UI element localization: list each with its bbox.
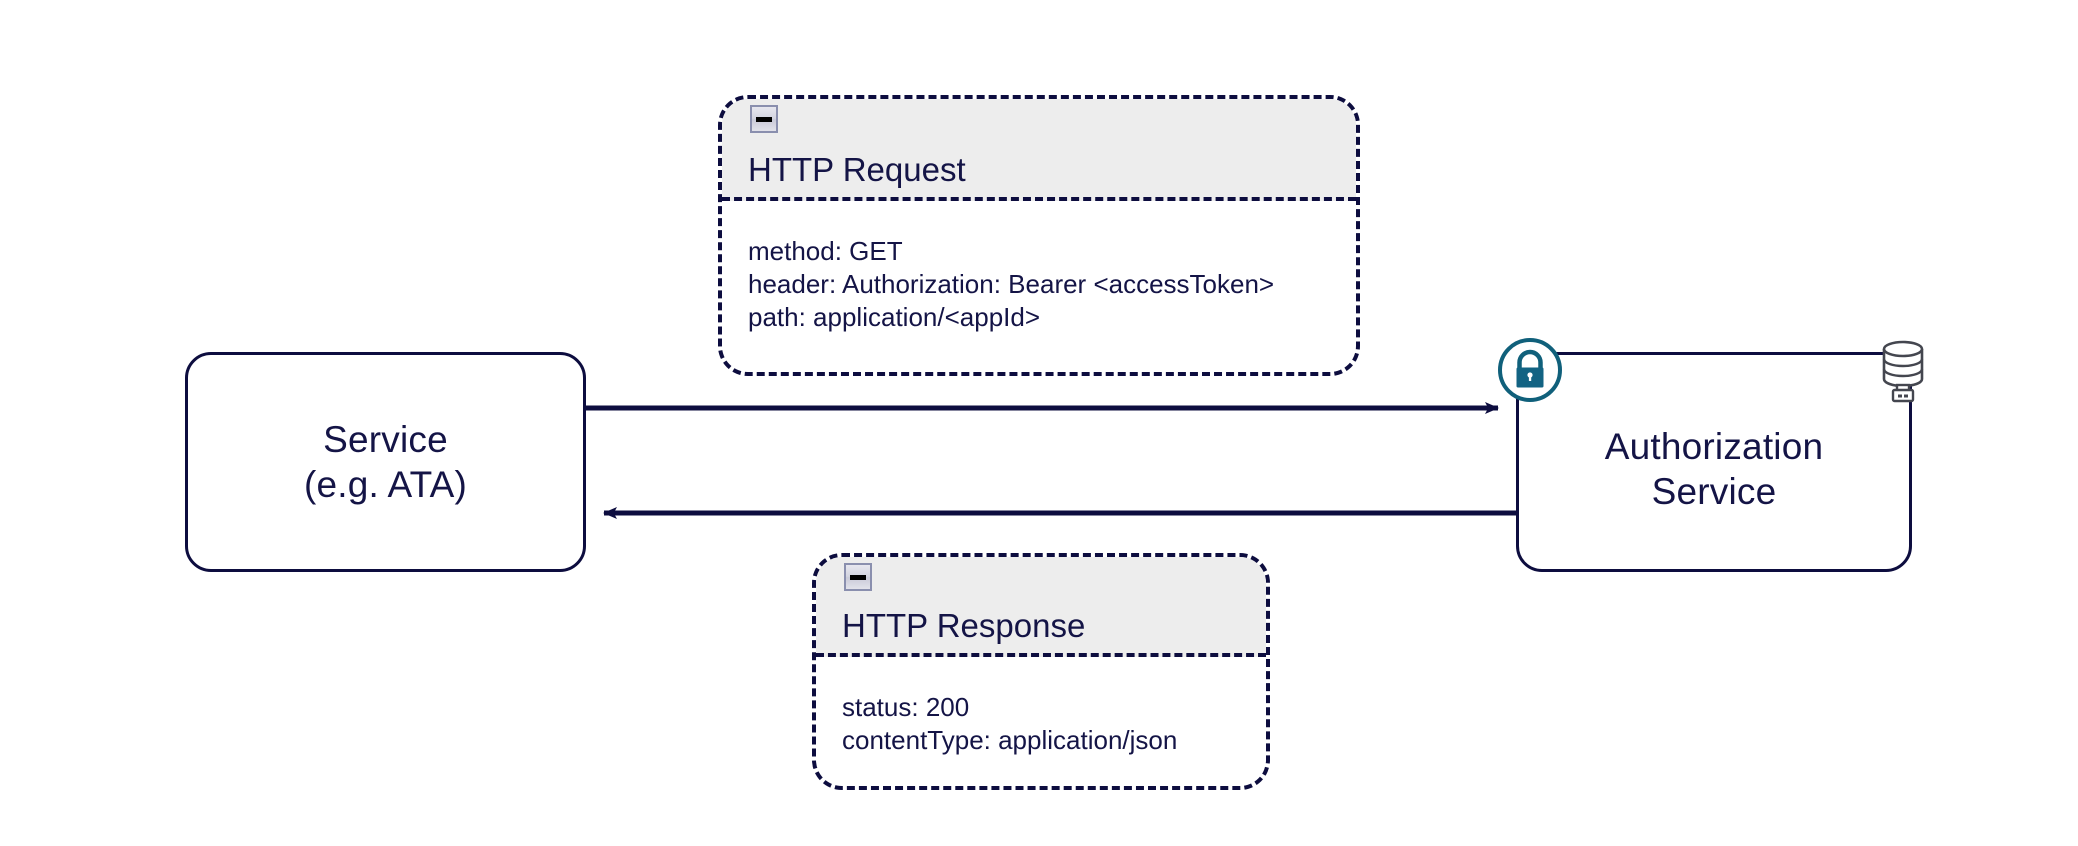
http-request-header: HTTP Request [722,99,1356,201]
message-box-http-response[interactable]: HTTP Response status: 200 contentType: a… [812,553,1270,790]
http-request-row-header: header: Authorization: Bearer <accessTok… [748,268,1275,299]
collapse-icon-http-response[interactable] [844,563,872,591]
database-icon [1873,335,1933,403]
node-auth-line-1: Authorization [1604,425,1824,467]
http-response-title: HTTP Response [842,607,1086,644]
node-auth-line-2: Service [1651,471,1777,512]
http-response-row-content-type: contentType: application/json [842,724,1178,755]
node-authorization-service[interactable]: Authorization Service [1498,338,1924,572]
node-service[interactable]: Service (e.g. ATA) [185,352,586,572]
minus-glyph [850,574,866,580]
http-request-row-method: method: GET [748,236,903,266]
http-request-row-path: path: application/<appId> [748,301,1041,332]
message-box-http-request[interactable]: HTTP Request method: GET header: Authori… [718,95,1360,376]
http-response-row-status: status: 200 [842,692,970,722]
node-auth-label: Authorization Service [1605,424,1824,514]
minus-glyph [756,116,772,122]
node-service-line-2: (e.g. ATA) [303,464,468,505]
http-request-body: method: GET header: Authorization: Beare… [722,201,1356,333]
http-response-header: HTTP Response [816,557,1266,657]
http-response-body: status: 200 contentType: application/jso… [816,657,1266,757]
node-service-line-1: Service [323,418,448,460]
collapse-icon-http-request[interactable] [750,105,778,133]
lock-icon [1493,333,1567,407]
http-request-title: HTTP Request [748,151,966,188]
